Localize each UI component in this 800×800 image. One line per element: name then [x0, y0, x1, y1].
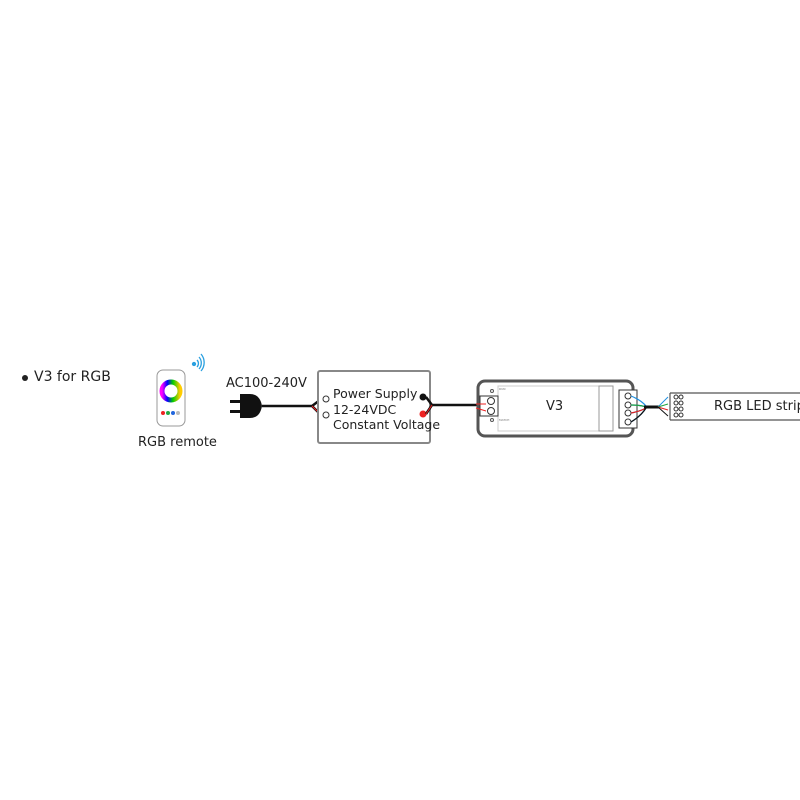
diagram-title: V3 for RGB: [34, 369, 111, 385]
run-label: RUN: [499, 387, 506, 391]
led-strip: [669, 392, 800, 421]
ps-line-3: Constant Voltage: [333, 417, 441, 432]
ps-line-2: 12-24VDC: [333, 401, 397, 417]
bullet-icon: [22, 375, 28, 381]
power-supply-label: Power Supply 12-24VDC Constant Voltage: [333, 386, 440, 433]
strip-label: RGB LED strip: [714, 399, 800, 414]
ac-voltage-label: AC100-240V: [226, 376, 307, 391]
controller-name: V3: [546, 399, 564, 414]
rgb-remote-icon: [156, 369, 186, 427]
remote-label: RGB remote: [138, 435, 217, 450]
ac-plug-icon: [230, 394, 262, 418]
wireless-signal-icon: [191, 353, 205, 372]
match-label: MATCH: [499, 418, 510, 422]
ps-line-1: Power Supply: [333, 386, 418, 401]
